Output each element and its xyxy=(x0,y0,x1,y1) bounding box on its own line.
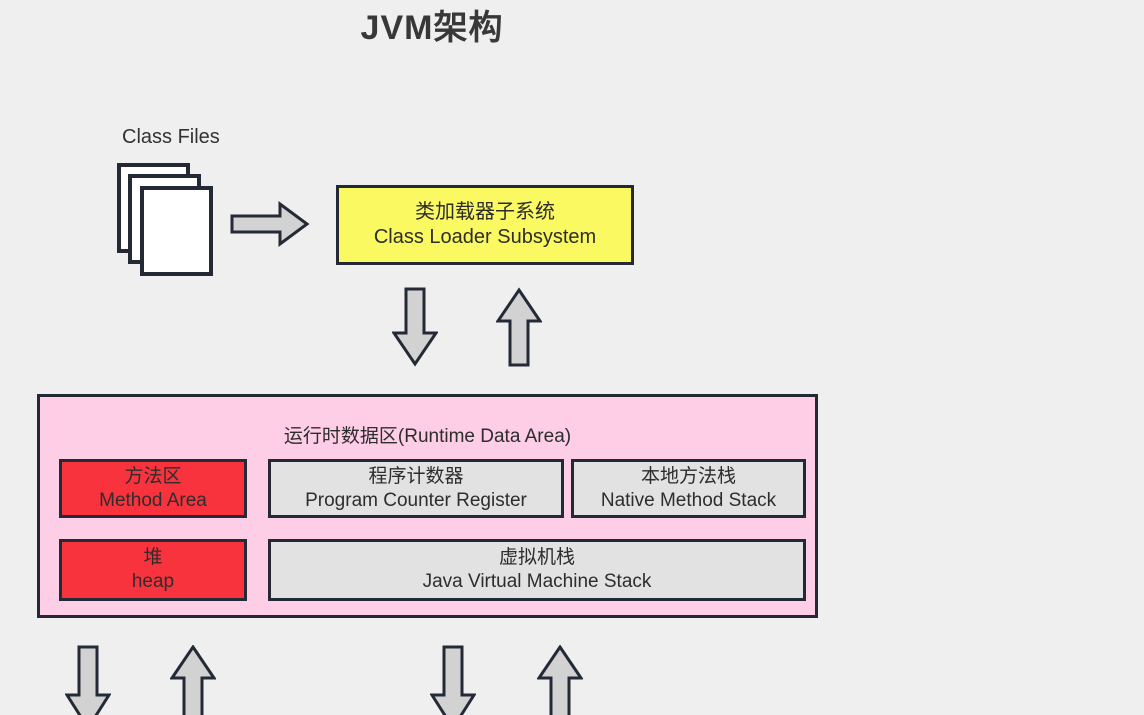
pc-register-label-en: Program Counter Register xyxy=(305,489,527,511)
pc-register-label-cn: 程序计数器 xyxy=(368,465,464,487)
class-files-label: Class Files xyxy=(122,126,220,148)
page-title: JVM架构 xyxy=(360,9,504,47)
document-sheet xyxy=(140,186,213,276)
jvm-stack-label-cn: 虚拟机栈 xyxy=(498,547,575,568)
runtime-data-area: 运行时数据区(Runtime Data Area) 方法区 Method Are… xyxy=(37,394,818,618)
heap-label-en: heap xyxy=(131,571,175,592)
native-method-stack-box: 本地方法栈 Native Method Stack xyxy=(571,459,806,518)
class-loader-subsystem-box: 类加载器子系统 Class Loader Subsystem xyxy=(336,185,634,265)
arrow-down-icon xyxy=(430,645,476,715)
method-area-box: 方法区 Method Area xyxy=(59,459,247,518)
runtime-data-area-title: 运行时数据区(Runtime Data Area) xyxy=(283,426,572,447)
jvm-stack-label-en: Java Virtual Machine Stack xyxy=(422,571,652,592)
native-stack-label-en: Native Method Stack xyxy=(600,489,777,511)
java-virtual-machine-stack-box: 虚拟机栈 Java Virtual Machine Stack xyxy=(268,539,806,601)
class-loader-label-cn: 类加载器子系统 xyxy=(415,201,555,223)
arrow-down-icon xyxy=(392,287,438,367)
native-stack-label-cn: 本地方法栈 xyxy=(640,465,736,487)
arrow-up-icon xyxy=(537,645,583,715)
class-loader-label-en: Class Loader Subsystem xyxy=(373,226,597,248)
arrow-up-icon xyxy=(496,287,542,367)
heap-box: 堆 heap xyxy=(59,539,247,601)
arrow-right-icon xyxy=(230,201,310,247)
method-area-label-cn: 方法区 xyxy=(124,465,182,487)
arrow-down-icon xyxy=(65,645,111,715)
heap-label-cn: 堆 xyxy=(143,547,163,568)
program-counter-register-box: 程序计数器 Program Counter Register xyxy=(268,459,564,518)
method-area-label-en: Method Area xyxy=(99,489,207,511)
arrow-up-icon xyxy=(170,645,216,715)
